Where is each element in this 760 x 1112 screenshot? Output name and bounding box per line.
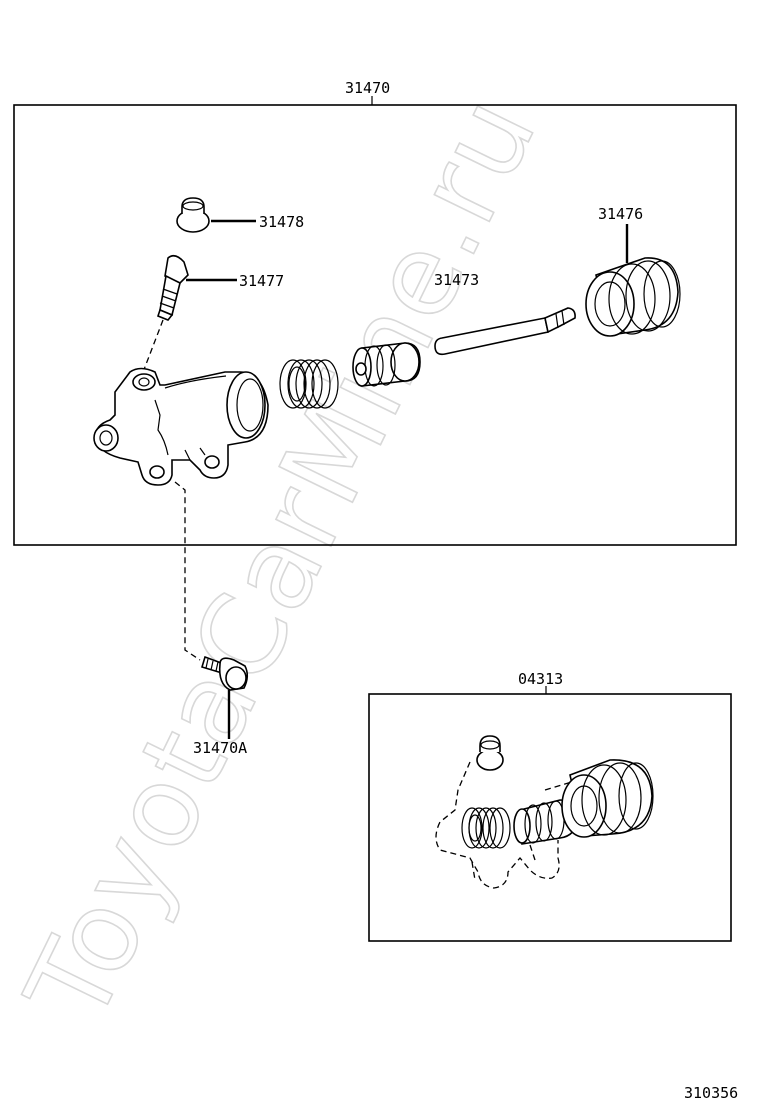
bleeder-part [157,254,189,321]
label-cap: 31478 [259,213,304,231]
cylinder-body [93,367,269,486]
piston-part [352,342,421,387]
assembly-box [13,96,737,546]
label-push-rod: 31473 [434,271,479,289]
boot-part [585,257,681,337]
label-boot: 31476 [598,205,643,223]
bolt-part [201,655,249,691]
label-bleeder: 31477 [239,272,284,290]
figure-number: 310356 [684,1084,738,1102]
label-bolt: 31470A [193,739,247,757]
kit-box [368,686,732,942]
bolt-dashline [174,481,201,661]
label-kit: 04313 [518,670,563,688]
cap-part [176,197,210,233]
spring-part [279,359,339,409]
label-assembly: 31470 [345,79,390,97]
kit-parts [435,735,654,889]
push-rod-part [434,307,576,356]
